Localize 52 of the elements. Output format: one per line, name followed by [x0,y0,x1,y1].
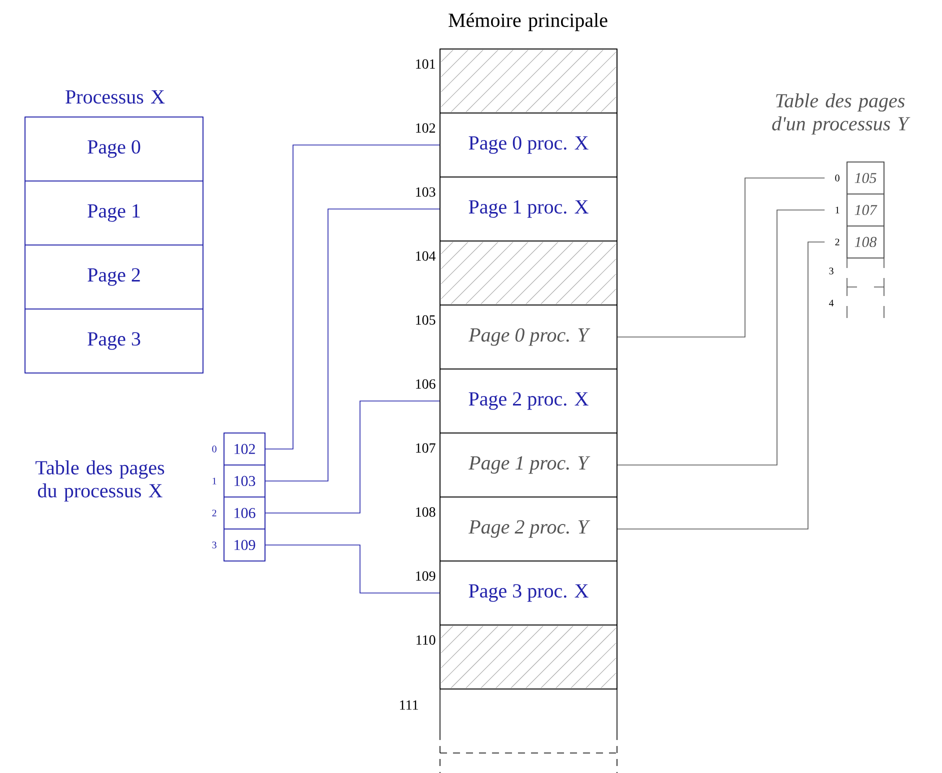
index-label: 3 [212,542,216,548]
address-label: 103 [416,187,436,197]
memory-cell: Page 2 proc. Y [440,496,618,562]
table-row: 109 [224,528,266,562]
index-label: 4 [829,300,834,306]
address-label: 109 [416,571,436,581]
address-label: 111 [400,700,418,710]
memory-cell: Page 1 proc. Y [440,432,618,498]
address-label: 110 [416,635,436,645]
table-row: 103 [224,464,266,498]
hatched-cell [440,624,618,690]
connector-line [617,210,825,466]
page-cell: Page 2 [24,244,204,310]
memory-cell: Page 2 proc. X [440,368,618,434]
table-row: 107 [846,194,884,226]
diagram-title: Mémoire principale [448,12,608,32]
address-label: 107 [416,443,436,453]
table-row: 108 [846,226,884,258]
address-label: 101 [416,59,435,69]
node-label: Table des pages d'un processus Y [772,93,910,135]
memory-cell: Page 0 proc. X [440,112,618,178]
hatched-cell [440,48,618,114]
connector-line [617,242,825,530]
table-row: 106 [224,496,266,530]
address-label: 104 [416,251,436,261]
memory-cell: Page 3 proc. X [440,560,618,626]
node-label: Processus X [66,90,165,104]
address-label: 102 [416,123,436,133]
node-label: Table des pages du processus X [36,460,164,502]
index-label: 0 [835,174,840,182]
hatched-cell [440,240,618,306]
page-cell: Page 0 [24,116,204,182]
address-label: 105 [416,315,436,325]
connector-line [265,144,440,450]
index-label: 3 [829,268,834,274]
index-label: 1 [212,478,216,484]
index-label: 2 [212,510,216,516]
table-row: 102 [224,432,266,466]
address-label: 106 [416,379,436,389]
index-label: 2 [835,238,840,246]
memory-cell: Page 0 proc. Y [440,304,618,370]
memory-cell: Page 1 proc. X [440,176,618,242]
table-row: 105 [846,162,884,194]
connector-line [265,400,440,514]
connector-line [265,544,440,594]
address-label: 108 [416,507,436,517]
index-label: 1 [836,206,840,214]
index-label: 0 [212,446,216,452]
connector-line [617,178,825,338]
page-cell: Page 3 [24,308,204,374]
connector-line [265,208,440,482]
page-cell: Page 1 [24,180,204,246]
